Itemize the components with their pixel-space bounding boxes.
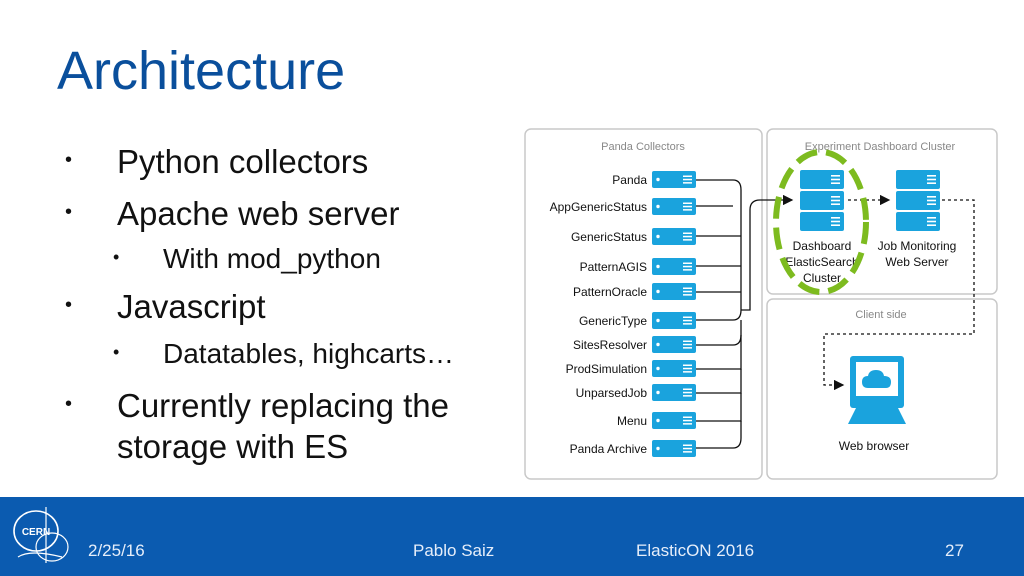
dashboard-cluster-panel bbox=[766, 128, 998, 295]
collector-row: PatternOracle bbox=[573, 283, 696, 300]
collector-label: GenericStatus bbox=[571, 230, 647, 244]
collector-label: ProdSimulation bbox=[566, 362, 647, 376]
footer-bar bbox=[0, 497, 1024, 576]
jm-label-line: Job Monitoring bbox=[878, 239, 957, 253]
server-icon bbox=[652, 412, 696, 429]
server-icon bbox=[652, 440, 696, 457]
collector-label: AppGenericStatus bbox=[550, 200, 647, 214]
elasticsearch-cluster-icon bbox=[800, 170, 844, 231]
bullet-dot: • bbox=[65, 149, 73, 171]
collector-row: Panda bbox=[612, 171, 696, 188]
server-icon bbox=[896, 212, 940, 231]
server-icon bbox=[652, 283, 696, 300]
collector-label: GenericType bbox=[579, 314, 647, 328]
collector-label: PatternAGIS bbox=[580, 260, 647, 274]
collector-row: GenericStatus bbox=[571, 228, 696, 245]
cern-logo: CERN bbox=[13, 507, 69, 563]
collector-label: SitesResolver bbox=[573, 338, 647, 352]
bullet-continuation: storage with ES bbox=[117, 428, 349, 465]
collector-row: ProdSimulation bbox=[566, 360, 696, 377]
bullet-text: Datatables, highcarts… bbox=[163, 338, 455, 369]
highlight-ellipse bbox=[773, 149, 869, 295]
server-icon bbox=[896, 170, 940, 189]
server-icon bbox=[652, 228, 696, 245]
bullet-text: Apache web server bbox=[117, 195, 400, 232]
bullet-dot: • bbox=[113, 247, 120, 267]
panda-collectors-panel bbox=[524, 128, 763, 480]
bullet-text: Javascript bbox=[117, 288, 266, 325]
bullet-dot: • bbox=[65, 393, 73, 415]
server-icon bbox=[800, 212, 844, 231]
collector-label: Panda Archive bbox=[570, 442, 648, 456]
collector-label: UnparsedJob bbox=[576, 386, 648, 400]
client-side-title: Client side bbox=[855, 309, 906, 321]
page-number: 27 bbox=[945, 541, 964, 560]
job-monitoring-server-icon bbox=[896, 170, 940, 231]
bullet-dot: • bbox=[65, 201, 73, 223]
server-icon bbox=[652, 258, 696, 275]
server-icon bbox=[800, 191, 844, 210]
cern-logo-text: CERN bbox=[22, 527, 50, 538]
collector-connectors bbox=[696, 179, 794, 449]
bullet-text: With mod_python bbox=[163, 243, 381, 274]
panda-collectors-title: Panda Collectors bbox=[601, 141, 685, 153]
es-label-line: Dashboard bbox=[793, 239, 852, 253]
es-label-line: ElasticSearch bbox=[785, 255, 858, 269]
server-icon bbox=[896, 191, 940, 210]
cluster-title: Experiment Dashboard Cluster bbox=[805, 141, 956, 153]
es-label-line: Cluster bbox=[803, 271, 841, 285]
jm-to-browser-arrow bbox=[823, 199, 975, 391]
server-icon bbox=[652, 336, 696, 353]
bullet-text: Python collectors bbox=[117, 143, 369, 180]
collector-row: PatternAGIS bbox=[580, 258, 696, 275]
collector-label: PatternOracle bbox=[573, 285, 647, 299]
footer-event: ElasticON 2016 bbox=[636, 541, 755, 560]
collector-row: Panda Archive bbox=[570, 440, 696, 457]
server-icon bbox=[652, 198, 696, 215]
browser-icon bbox=[848, 356, 906, 424]
collector-label: Panda bbox=[612, 173, 647, 187]
bullet-dot: • bbox=[113, 342, 120, 362]
bullet-text: Currently replacing the bbox=[117, 387, 449, 424]
browser-label: Web browser bbox=[839, 439, 909, 453]
footer-date: 2/25/16 bbox=[88, 541, 145, 560]
server-icon bbox=[652, 384, 696, 401]
collector-row: AppGenericStatus bbox=[550, 198, 696, 215]
footer-author: Pablo Saiz bbox=[413, 541, 495, 560]
collector-row: Menu bbox=[617, 412, 696, 429]
collector-row: GenericType bbox=[579, 312, 696, 329]
server-icon bbox=[652, 171, 696, 188]
collector-row: UnparsedJob bbox=[576, 384, 696, 401]
server-icon bbox=[800, 170, 844, 189]
collector-label: Menu bbox=[617, 414, 647, 428]
bullet-dot: • bbox=[65, 294, 73, 316]
server-icon bbox=[652, 312, 696, 329]
collector-row: SitesResolver bbox=[573, 336, 696, 353]
slide-title: Architecture bbox=[57, 41, 346, 101]
jm-label-line: Web Server bbox=[885, 255, 948, 269]
server-icon bbox=[652, 360, 696, 377]
